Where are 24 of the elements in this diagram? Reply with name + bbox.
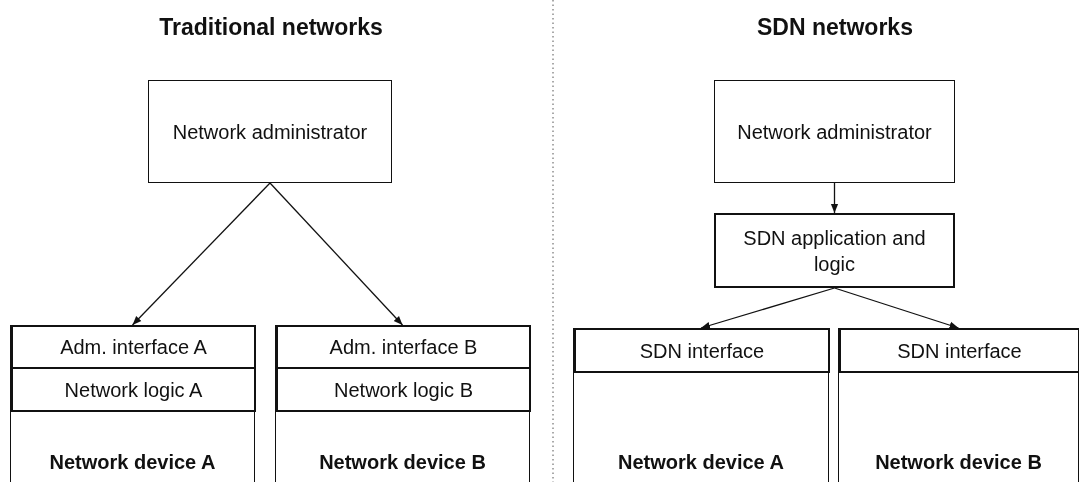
device-column [275,325,530,482]
process-box: Network administrator [714,80,955,183]
process-box: Network logic A [11,367,256,412]
device-label: Network device B [318,451,487,474]
arrow [833,287,960,329]
process-box: Network administrator [148,80,392,183]
device-column [573,328,829,482]
arrow [830,182,839,214]
section-title: Traditional networks [159,14,383,41]
process-box: SDN interface [839,328,1079,373]
device-label: Network device A [617,451,785,474]
process-box: SDN interface [574,328,830,373]
arrow [700,287,836,329]
process-box: SDN application and logic [714,213,955,288]
process-box: Network logic B [276,367,531,412]
arrow [269,182,404,326]
device-column [10,325,255,482]
device-label: Network device B [874,451,1043,474]
process-box: Adm. interface A [11,325,256,369]
process-box: Adm. interface B [276,325,531,369]
device-label: Network device A [48,451,217,474]
device-column [838,328,1079,482]
arrow [131,182,271,326]
section-title: SDN networks [757,14,913,41]
